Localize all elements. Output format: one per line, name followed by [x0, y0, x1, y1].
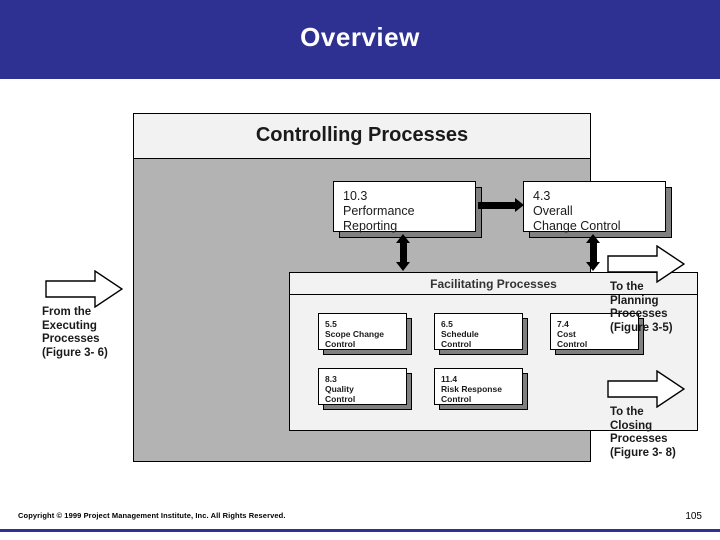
arrow-performance-to-change-icon — [478, 198, 524, 213]
from-executing-line1: From the — [42, 306, 92, 318]
page-title: Overview — [300, 22, 420, 52]
quality-control-line1: Quality — [325, 384, 354, 394]
scope-change-control-text: 5.5 Scope Change Control — [325, 319, 384, 349]
arrow-performance-vertical-icon — [396, 234, 411, 271]
to-closing-processes-label: To the Closing Processes (Figure 3- 8) — [610, 406, 715, 460]
schedule-control-line2: Control — [441, 339, 472, 349]
cost-control-number: 7.4 — [557, 319, 569, 329]
performance-reporting-box[interactable]: 10.3 Performance Reporting — [333, 181, 476, 234]
performance-reporting-text: 10.3 Performance Reporting — [343, 189, 415, 234]
from-executing-processes-label: From the Executing Processes (Figure 3- … — [42, 306, 137, 360]
cost-control-text: 7.4 Cost Control — [557, 319, 587, 349]
overall-change-control-number: 4.3 — [533, 189, 551, 203]
footer-divider — [0, 529, 720, 532]
from-executing-line4: (Figure 3- 6) — [42, 346, 108, 359]
to-closing-processes-arrow-icon — [607, 370, 685, 408]
overall-change-control-line2: Change Control — [533, 219, 621, 233]
cost-control-line1: Cost — [557, 329, 576, 339]
performance-reporting-number: 10.3 — [343, 189, 368, 203]
footer-page-number: 105 — [685, 511, 702, 522]
facilitating-processes-title: Facilitating Processes — [430, 277, 557, 291]
to-planning-line1: To the — [610, 281, 644, 293]
to-planning-line3: Processes — [610, 308, 668, 320]
cost-control-box[interactable]: 7.4 Cost Control — [550, 313, 639, 350]
schedule-control-number: 6.5 — [441, 319, 453, 329]
quality-control-line2: Control — [325, 394, 356, 404]
controlling-processes-title: Controlling Processes — [255, 124, 469, 146]
to-closing-line3: Processes — [610, 433, 668, 445]
overall-change-control-box[interactable]: 4.3 Overall Change Control — [523, 181, 666, 234]
facilitating-processes-title-bar: Facilitating Processes — [290, 273, 697, 295]
to-closing-line4: (Figure 3- 8) — [610, 446, 676, 459]
to-planning-processes-arrow-icon — [607, 245, 685, 283]
to-planning-line4: (Figure 3-5) — [610, 321, 673, 334]
quality-control-number: 8.3 — [325, 374, 337, 384]
risk-response-control-box[interactable]: 11.4 Risk Response Control — [434, 368, 523, 405]
from-executing-processes-arrow-icon — [45, 270, 123, 308]
scope-change-control-number: 5.5 — [325, 319, 337, 329]
from-executing-line3: Processes — [42, 333, 100, 345]
scope-change-control-box[interactable]: 5.5 Scope Change Control — [318, 313, 407, 350]
to-planning-line2: Planning — [610, 294, 659, 307]
scope-change-control-line2: Control — [325, 339, 356, 349]
arrow-change-control-vertical-icon — [586, 234, 601, 271]
scope-change-control-line1: Scope Change — [325, 329, 385, 339]
controlling-processes-header: Controlling Processes — [134, 114, 590, 159]
controlling-processes-diagram: Controlling Processes 10.3 Performance R… — [133, 113, 698, 462]
risk-response-control-text: 11.4 Risk Response Control — [441, 374, 502, 404]
footer-copyright: Copyright © 1999 Project Management Inst… — [18, 511, 286, 520]
to-planning-processes-label: To the Planning Processes (Figure 3-5) — [610, 281, 715, 335]
overall-change-control-text: 4.3 Overall Change Control — [533, 189, 621, 234]
cost-control-line2: Control — [557, 339, 588, 349]
schedule-control-box[interactable]: 6.5 Schedule Control — [434, 313, 523, 350]
overall-change-control-line1: Overall — [533, 204, 573, 218]
slide-header-band — [0, 0, 720, 79]
quality-control-box[interactable]: 8.3 Quality Control — [318, 368, 407, 405]
to-closing-line2: Closing — [610, 419, 653, 432]
performance-reporting-line1: Performance — [343, 204, 415, 218]
schedule-control-line1: Schedule — [441, 329, 479, 339]
risk-response-control-number: 11.4 — [441, 374, 458, 384]
schedule-control-text: 6.5 Schedule Control — [441, 319, 479, 349]
quality-control-text: 8.3 Quality Control — [325, 374, 355, 404]
risk-response-control-line1: Risk Response — [441, 384, 502, 394]
to-closing-line1: To the — [610, 406, 644, 418]
facilitating-processes-panel: Facilitating Processes 5.5 Scope Change … — [289, 272, 698, 431]
risk-response-control-line2: Control — [441, 394, 472, 404]
from-executing-line2: Executing — [42, 319, 97, 332]
performance-reporting-line2: Reporting — [343, 219, 398, 233]
